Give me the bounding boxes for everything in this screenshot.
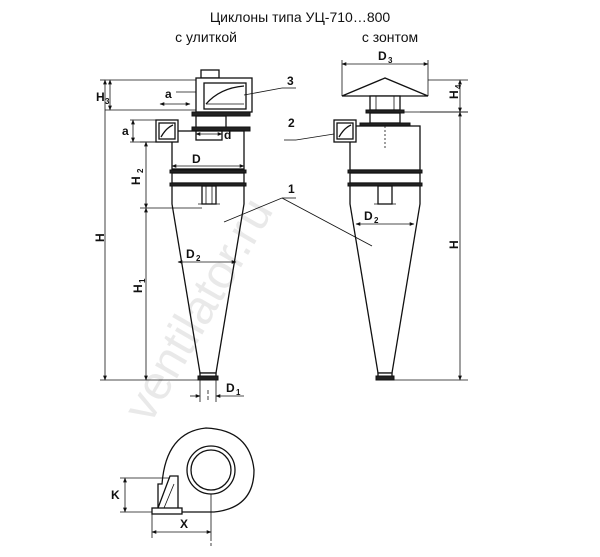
dim-d: d bbox=[224, 128, 231, 142]
left-dimensions: H 3 a a d D H 2 H H 1 D 2 bbox=[93, 79, 245, 402]
dim-H-left: H bbox=[93, 233, 107, 242]
dim-H2: H bbox=[129, 176, 143, 185]
dim-H3: H bbox=[96, 90, 105, 104]
dim-D3: D bbox=[378, 49, 387, 63]
callout-2: 2 bbox=[284, 116, 335, 141]
dim-H1: H bbox=[131, 284, 145, 293]
svg-text:1: 1 bbox=[138, 278, 147, 283]
view-label-right: с зонтом bbox=[362, 29, 418, 45]
dim-D: D bbox=[192, 152, 201, 166]
svg-text:3: 3 bbox=[105, 97, 110, 106]
cyclone-cylinder bbox=[171, 130, 245, 170]
svg-text:2: 2 bbox=[196, 254, 201, 263]
watermark: ventilator.ru bbox=[114, 189, 284, 430]
right-dimensions: D 3 H 4 H D 2 bbox=[341, 49, 468, 381]
dim-K: K bbox=[111, 488, 120, 502]
svg-text:4: 4 bbox=[454, 84, 463, 89]
svg-text:2: 2 bbox=[288, 116, 295, 130]
dim-X: X bbox=[180, 517, 188, 531]
dim-D2-left: D bbox=[186, 247, 195, 261]
dim-D2-right: D bbox=[364, 209, 373, 223]
svg-text:2: 2 bbox=[136, 168, 145, 173]
page-title: Циклоны типа УЦ-710…800 bbox=[210, 9, 391, 25]
volute-inlet-frame bbox=[203, 82, 247, 110]
dim-H4: H bbox=[447, 90, 461, 99]
dim-a-top: a bbox=[165, 87, 172, 101]
callout-3: 3 bbox=[243, 74, 296, 96]
dim-D1: D bbox=[226, 381, 235, 395]
right-cyclone bbox=[333, 77, 429, 381]
dim-H-right: H bbox=[447, 240, 461, 249]
svg-text:1: 1 bbox=[288, 182, 295, 196]
cyclone-cone-right bbox=[349, 186, 421, 374]
svg-text:1: 1 bbox=[236, 388, 241, 397]
umbrella-cap-icon bbox=[341, 77, 429, 97]
svg-text:2: 2 bbox=[374, 216, 379, 225]
outlet-nozzle bbox=[200, 69, 220, 79]
dim-a-side: a bbox=[122, 124, 129, 138]
callout-1: 1 bbox=[223, 182, 373, 247]
svg-text:3: 3 bbox=[287, 74, 294, 88]
volute-scroll-icon bbox=[205, 85, 245, 105]
view-label-left: с улиткой bbox=[175, 29, 237, 45]
svg-text:3: 3 bbox=[388, 56, 393, 65]
plan-view: K X bbox=[111, 427, 255, 548]
